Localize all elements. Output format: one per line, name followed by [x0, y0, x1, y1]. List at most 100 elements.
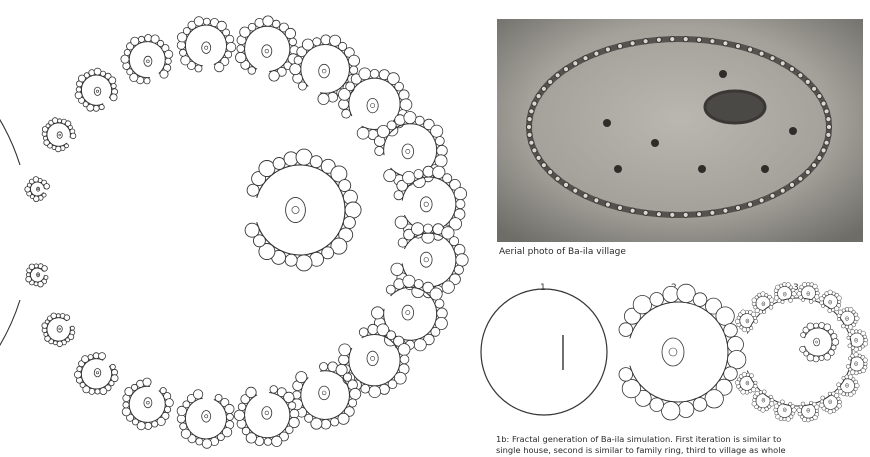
family-ring [619, 284, 746, 420]
house [57, 341, 63, 347]
headman-hearth [406, 149, 410, 153]
family-ring [236, 16, 299, 81]
house [121, 55, 129, 63]
headman-hearth [763, 400, 764, 401]
house [110, 364, 115, 369]
family-ring [25, 177, 50, 202]
photo-hut [817, 94, 822, 99]
house [342, 109, 351, 118]
house [845, 393, 848, 396]
photo-hut [541, 86, 546, 91]
headman-hearth [808, 293, 809, 294]
house [372, 307, 384, 319]
house [58, 119, 62, 123]
house [807, 323, 814, 330]
house [763, 310, 766, 313]
house [289, 38, 297, 46]
house [328, 92, 338, 102]
house [157, 417, 165, 425]
photo-center-enclosure [705, 91, 765, 123]
photo-hut [617, 205, 622, 210]
house [724, 367, 738, 381]
photo-dark-spot [719, 70, 727, 78]
house [819, 403, 824, 408]
house [750, 374, 754, 378]
headman-hearth [747, 320, 748, 321]
house [399, 90, 409, 100]
house [246, 387, 256, 397]
house [395, 216, 407, 228]
house [237, 45, 245, 53]
house [828, 392, 831, 395]
house [800, 346, 806, 352]
house [735, 319, 740, 324]
photo-dark-spot [761, 165, 769, 173]
house [403, 171, 415, 183]
house [802, 282, 807, 287]
house [82, 356, 89, 363]
house [318, 93, 329, 104]
house [741, 310, 746, 315]
house [848, 344, 852, 348]
village-outer-ring [0, 16, 468, 448]
headman-hearth [292, 206, 299, 213]
house [437, 145, 448, 156]
house [789, 298, 793, 302]
headman-hearth [205, 46, 208, 49]
photo-hut [529, 140, 534, 145]
house [837, 318, 840, 321]
house [320, 363, 328, 371]
house [801, 332, 806, 337]
family-ring [291, 362, 361, 429]
photo-hut [759, 198, 764, 203]
photo-dark-spot [603, 119, 611, 127]
house [810, 418, 813, 421]
photo-hut [594, 51, 599, 56]
photo-hut [536, 94, 541, 99]
house [838, 387, 841, 390]
house [831, 345, 836, 350]
house [226, 35, 234, 43]
house [774, 296, 779, 301]
photo-caption: Aerial photo of Ba-ila village [499, 247, 626, 257]
house [807, 283, 810, 286]
headman-hearth [424, 202, 428, 206]
house [863, 358, 868, 363]
house [194, 17, 203, 26]
house [848, 325, 853, 330]
house [248, 23, 256, 31]
house [753, 316, 756, 319]
house [801, 402, 805, 406]
house [288, 402, 296, 410]
house [180, 423, 187, 430]
house [123, 402, 129, 408]
house [412, 223, 424, 235]
house [832, 308, 835, 311]
village-outline [0, 21, 20, 445]
house [264, 438, 272, 446]
house [296, 372, 307, 383]
village-outline [747, 298, 852, 406]
house [845, 325, 848, 328]
house [864, 362, 867, 365]
family-ring [837, 307, 859, 329]
family-ring [800, 322, 839, 362]
photo-hut [548, 79, 553, 84]
house [663, 286, 679, 302]
house [414, 280, 423, 289]
house [759, 391, 762, 394]
house [302, 39, 313, 50]
house [850, 330, 855, 335]
house [762, 390, 766, 394]
house [350, 388, 361, 399]
house [165, 399, 173, 407]
family-ring [74, 353, 118, 395]
iteration-1-house [481, 289, 607, 415]
photo-hut [735, 44, 740, 49]
house [435, 299, 444, 308]
house [131, 37, 139, 45]
house [350, 66, 358, 74]
photo-dark-spot [651, 139, 659, 147]
house [359, 328, 368, 337]
house [404, 112, 416, 124]
